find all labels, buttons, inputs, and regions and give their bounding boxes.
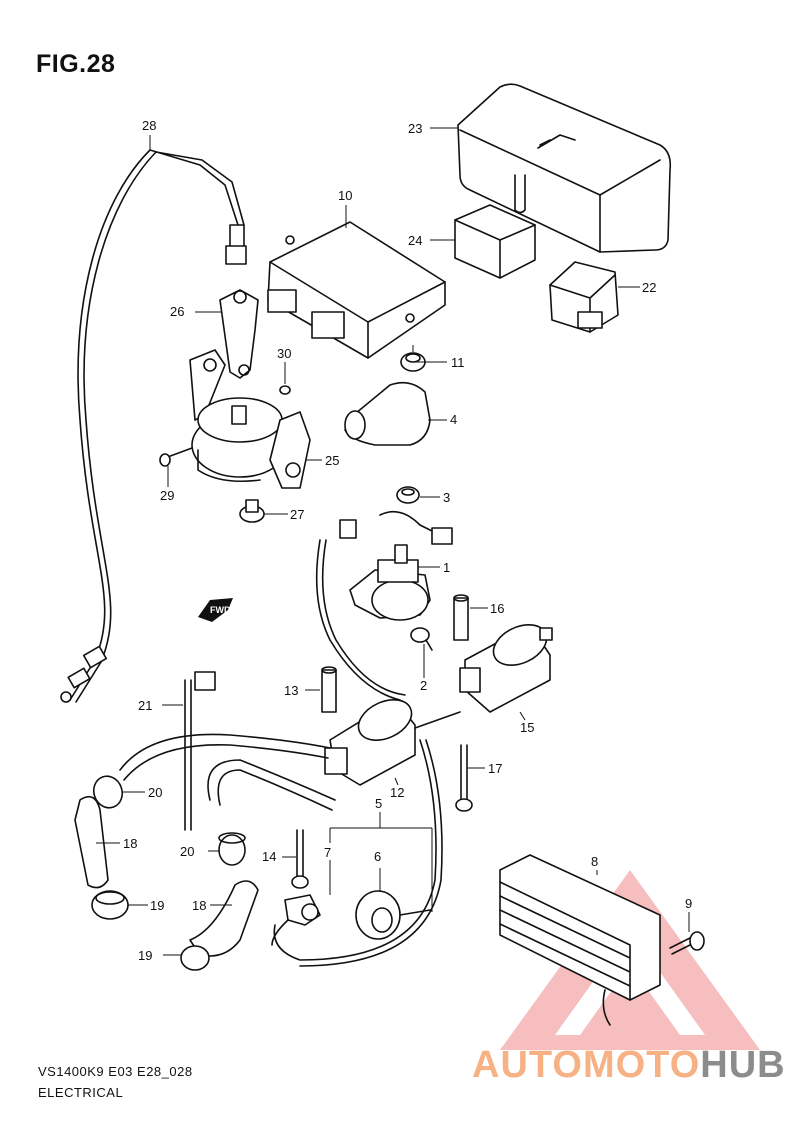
footer-model-code: VS1400K9 E03 E28_028 <box>38 1064 193 1079</box>
part-10-ecu <box>267 221 446 359</box>
callout-21: 21 <box>138 698 152 713</box>
part-26-bracket <box>219 289 259 379</box>
callout-15: 15 <box>520 720 534 735</box>
callout-29: 29 <box>160 488 174 503</box>
callout-7: 7 <box>324 845 331 860</box>
part-4-cap <box>344 381 431 446</box>
callout-19-lower: 19 <box>138 948 152 963</box>
callout-3: 3 <box>443 490 450 505</box>
callout-12: 12 <box>390 785 404 800</box>
callout-10: 10 <box>338 188 352 203</box>
part-2-bolt <box>410 627 433 651</box>
part-19-ring-left <box>91 890 129 920</box>
part-1-starter-relay <box>315 510 453 701</box>
callout-17: 17 <box>488 761 502 776</box>
figure-title: FIG.28 <box>36 50 116 78</box>
part-23-cover <box>457 83 672 253</box>
callout-25: 25 <box>325 453 339 468</box>
callout-9: 9 <box>685 896 692 911</box>
callout-2: 2 <box>420 678 427 693</box>
fwd-label: FWD <box>210 605 231 615</box>
callout-6: 6 <box>374 849 381 864</box>
part-21-tie <box>184 671 216 831</box>
part-13-sleeve <box>321 666 337 713</box>
part-12-ignition-coil <box>324 699 461 786</box>
part-30-nut <box>279 385 291 395</box>
callout-28: 28 <box>142 118 156 133</box>
callout-19-left: 19 <box>150 898 164 913</box>
part-27-bolt <box>239 499 265 523</box>
callout-27: 27 <box>290 507 304 522</box>
part-18-plug-cap-right <box>189 880 259 957</box>
callout-22: 22 <box>642 280 656 295</box>
callout-4: 4 <box>450 412 457 427</box>
part-20-boot-lower <box>218 832 246 866</box>
part-7-sensor <box>271 894 321 946</box>
ignition-leads <box>119 733 443 967</box>
part-9-bolt <box>669 931 705 955</box>
callout-labels: 28 23 10 24 22 26 30 11 4 25 29 3 27 1 1… <box>123 118 692 963</box>
footer-section-name: ELECTRICAL <box>38 1085 124 1100</box>
watermark-part-2: HUB <box>700 1044 786 1086</box>
part-22-connector <box>549 261 619 333</box>
part-14-bolt <box>291 829 309 889</box>
callout-5: 5 <box>375 796 382 811</box>
part-17-bolt <box>455 744 473 812</box>
callout-14: 14 <box>262 849 276 864</box>
callout-18-left: 18 <box>123 836 137 851</box>
callout-16: 16 <box>490 601 504 616</box>
watermark-part-1: AUTOMOTO <box>472 1044 701 1086</box>
part-24-relay <box>454 204 536 279</box>
callout-20-lower: 20 <box>180 844 194 859</box>
callout-11: 11 <box>451 355 465 370</box>
part-16-sleeve <box>453 594 469 641</box>
callout-26: 26 <box>170 304 184 319</box>
callout-20-upper: 20 <box>148 785 162 800</box>
callout-1: 1 <box>443 560 450 575</box>
callout-24: 24 <box>408 233 422 248</box>
part-29-bolt <box>159 447 193 467</box>
part-18-plug-cap-left <box>74 795 109 889</box>
part-15-ignition-coil <box>459 624 553 713</box>
callout-13: 13 <box>284 683 298 698</box>
part-3-nut <box>396 486 420 504</box>
part-6-grommet <box>355 890 431 940</box>
part-19-ring-lower <box>180 945 210 971</box>
callout-30: 30 <box>277 346 291 361</box>
part-8-regulator <box>499 854 661 1026</box>
part-20-boot-upper <box>92 775 124 809</box>
callout-23: 23 <box>408 121 422 136</box>
callout-8: 8 <box>591 854 598 869</box>
watermark-logo: AUTOMOTOHUB <box>472 1044 786 1087</box>
fwd-marker: FWD <box>198 598 233 622</box>
leader-lines <box>96 127 690 956</box>
part-28-cable <box>60 149 247 703</box>
callout-18-lower: 18 <box>192 898 206 913</box>
part-25-actuator <box>189 349 311 489</box>
